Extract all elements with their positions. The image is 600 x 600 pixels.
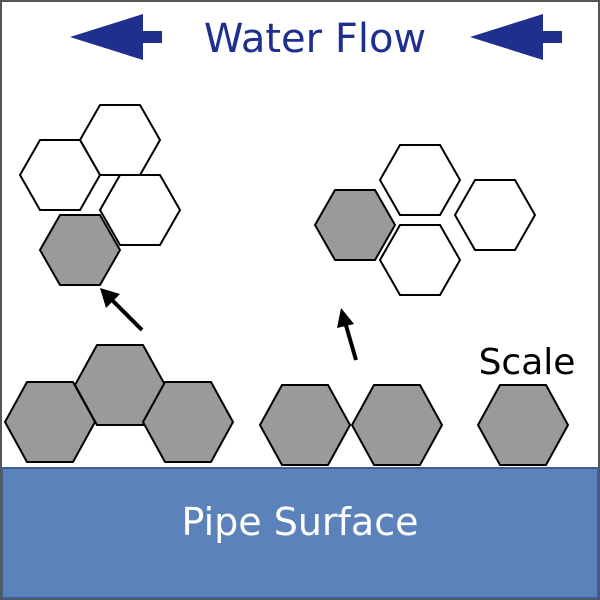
flow-arrow-left-icon [70,14,162,60]
scale-label: Scale [479,342,576,383]
scale-particle-hexagon [73,344,167,426]
scale-particle-hexagon [3,381,97,463]
empty-hexagon [98,174,182,246]
pipe-surface-label: Pipe Surface [182,500,419,544]
empty-hexagon [378,224,462,296]
surface-scale-deposits [3,344,570,466]
scale-particle-hexagon [141,381,235,463]
scale-particle-hexagon [38,214,122,286]
detached-cluster-left [18,104,182,286]
pipe-surface [1,467,599,599]
detach-arrow-icon [100,288,144,332]
scale-particle-hexagon [350,384,444,466]
flow-arrow-right-icon [470,14,562,60]
detached-cluster-right [313,144,537,296]
scale-particle-hexagon [258,384,352,466]
empty-hexagon [18,139,102,211]
scale-particle-hexagon [476,384,570,466]
scale-particle-hexagon [313,189,397,261]
empty-hexagon [453,179,537,251]
water-flow-title: Water Flow [204,16,426,62]
empty-hexagon [378,144,462,216]
detach-arrow-icon [337,308,358,361]
